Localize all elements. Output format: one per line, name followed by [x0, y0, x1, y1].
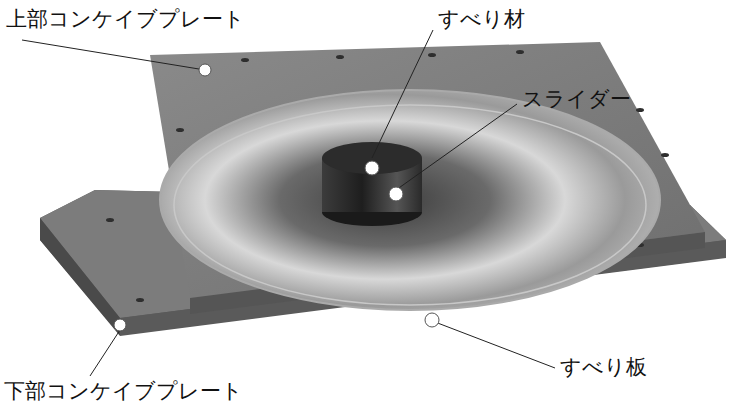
concave-dish	[160, 90, 660, 310]
sliding-plate-rim	[174, 105, 646, 305]
lower-plate-edge	[40, 218, 120, 336]
callout-dots	[114, 64, 439, 331]
part-label: 下部コンケイブプレート	[4, 380, 243, 403]
part-label: すべり材	[438, 8, 525, 31]
part-label: スライダー	[522, 88, 631, 111]
part-label: すべり板	[560, 356, 647, 379]
part-label: 上部コンケイブプレート	[6, 8, 245, 31]
leader-lines	[22, 30, 555, 376]
